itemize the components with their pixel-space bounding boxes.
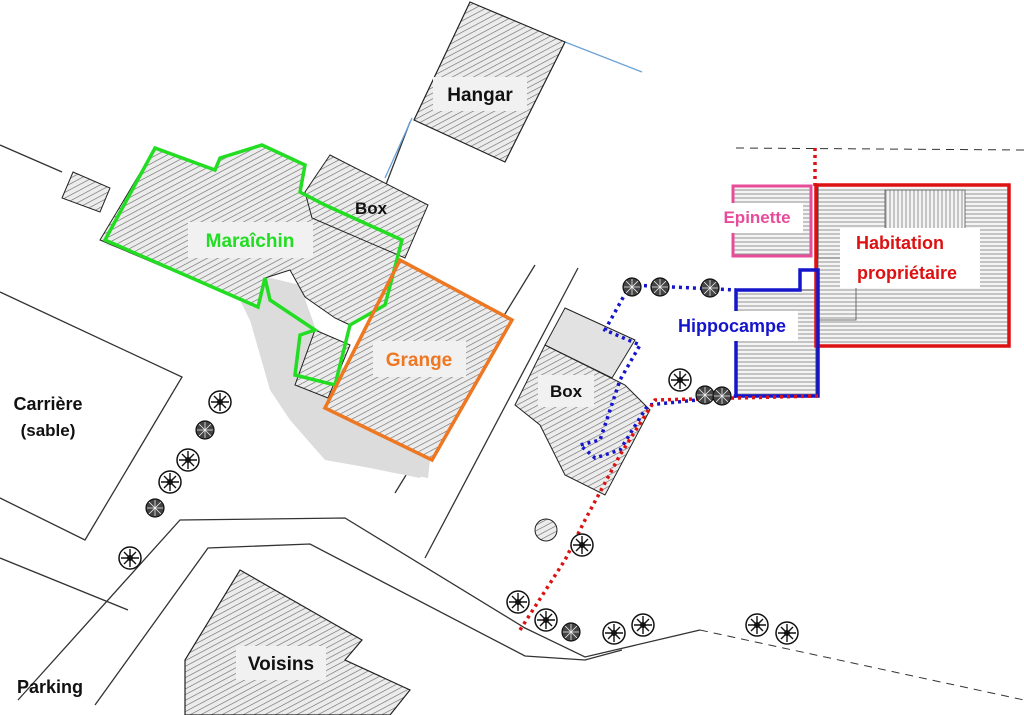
hippocampe-dotted-enclosure: [576, 283, 737, 460]
dashed-property-line: [699, 147, 1024, 701]
hippocampe-label: Hippocampe: [678, 316, 786, 336]
tree-icon: [650, 277, 670, 297]
trees: [118, 277, 799, 645]
grange-label: Grange: [386, 350, 453, 371]
grange-label-bg: [373, 341, 466, 377]
box-top-label: Box: [355, 199, 388, 218]
voisins-label-bg: [236, 646, 326, 680]
voisins-building: [184, 569, 411, 715]
tree-icon: [158, 470, 182, 494]
hippocampe-label-bg: [666, 311, 798, 341]
box-mid-building: [514, 344, 651, 496]
tree-icon: [700, 278, 720, 298]
habitation-outline: [814, 183, 1011, 348]
hippocampe-building: [735, 289, 817, 396]
maraichin-annex: [61, 171, 111, 213]
carriere-label-line1: Carrière: [13, 394, 82, 414]
box-mid-label: Box: [550, 382, 583, 401]
tree-icon: [622, 277, 642, 297]
box-mid-label-bg: [538, 375, 594, 407]
hangar-label: Hangar: [447, 85, 513, 106]
tree-icon: [570, 533, 594, 557]
tree-icon: [775, 621, 799, 645]
tree-icon: [176, 448, 200, 472]
tree-icon: [534, 608, 558, 632]
tree-icon: [208, 390, 232, 414]
parking-label: Parking: [17, 677, 83, 697]
tree-icon: [195, 420, 215, 440]
box-top-building: [304, 154, 429, 259]
tree-icon: [506, 590, 530, 614]
carriere-label-line2: (sable): [21, 421, 76, 440]
small-shed: [294, 329, 351, 399]
tree-icon: [712, 386, 732, 406]
tree-icon: [534, 518, 558, 542]
tree-icon: [145, 498, 165, 518]
habitation-label-bg: [840, 228, 980, 288]
labels: Hangar Box Maraîchin Grange Epinette Hab…: [13, 77, 980, 697]
habitation-label-line1: Habitation: [856, 233, 944, 253]
courtyard-shadow: [250, 275, 430, 478]
tree-icon: [118, 546, 142, 570]
habitation-roof-section: [884, 189, 966, 231]
tree-icon: [668, 368, 692, 392]
tree-icon: [631, 613, 655, 637]
maraichin-label-bg: [188, 222, 313, 258]
tree-icon: [695, 385, 715, 405]
property-dotted-boundary: [518, 148, 819, 631]
tree-icon: [602, 621, 626, 645]
tree-icon: [561, 622, 581, 642]
tree-icon: [745, 613, 769, 637]
habitation-label-line2: propriétaire: [857, 263, 957, 283]
epinette-label-bg: [711, 203, 803, 233]
maraichin-outline: [102, 143, 405, 388]
epinette-label: Epinette: [723, 208, 790, 227]
box-mid-roof: [544, 307, 636, 379]
hangar-label-bg: [433, 77, 527, 111]
voisins-label: Voisins: [248, 654, 314, 675]
grange-outline: [322, 257, 515, 463]
maraichin-label: Maraîchin: [206, 231, 295, 252]
